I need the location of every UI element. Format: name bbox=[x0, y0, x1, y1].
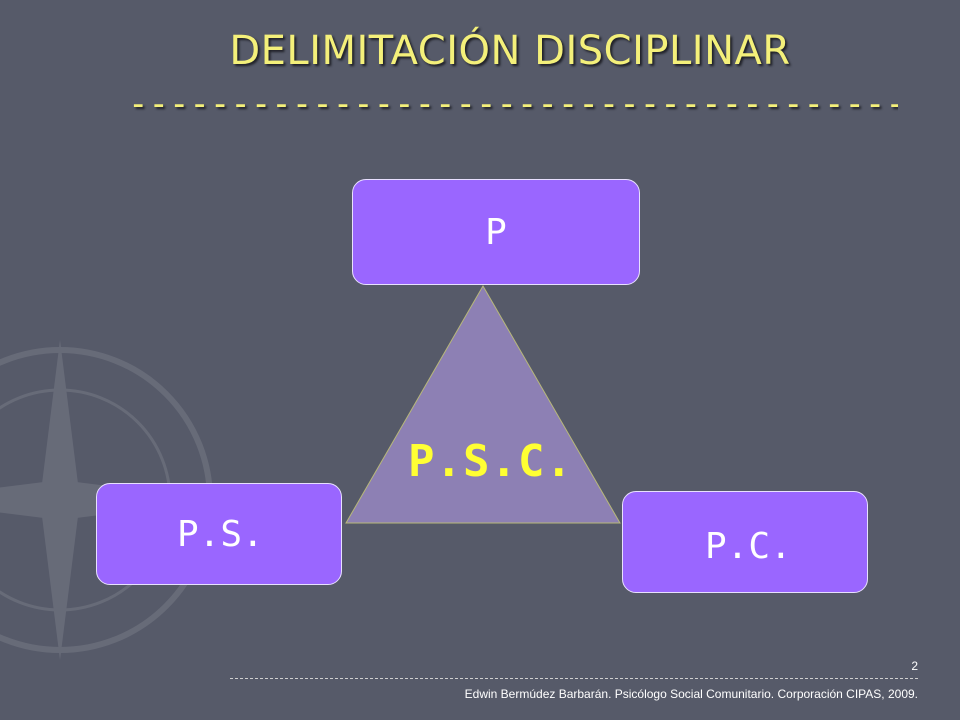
box-ps-label: P.S. bbox=[177, 513, 264, 555]
footer-credit: Edwin Bermúdez Barbarán. Psicólogo Socia… bbox=[464, 687, 918, 701]
slide-title: DELIMITACIÓN DISCIPLINAR bbox=[229, 28, 791, 74]
box-pc-label: P.C. bbox=[705, 525, 792, 567]
box-p-label: P bbox=[485, 211, 507, 253]
title-underline: ----------------------------------------… bbox=[128, 84, 898, 124]
box-ps: P.S. bbox=[96, 483, 342, 585]
page-number: 2 bbox=[911, 659, 918, 673]
box-p: P bbox=[352, 179, 640, 285]
center-label: P.S.C. bbox=[408, 436, 573, 487]
center-triangle bbox=[345, 285, 621, 524]
box-pc: P.C. bbox=[622, 491, 868, 593]
footer-divider bbox=[230, 678, 918, 679]
